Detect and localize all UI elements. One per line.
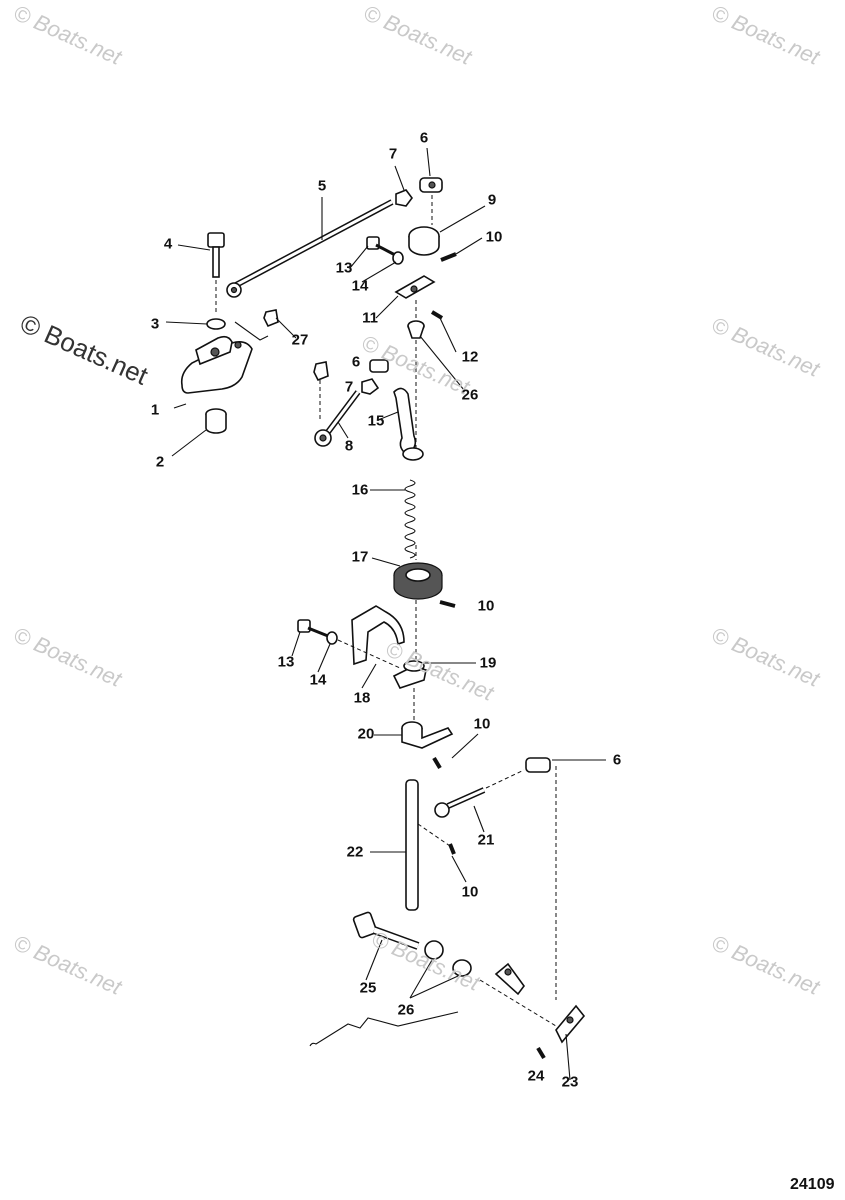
callout-7-middle: 7 — [344, 378, 354, 396]
part-6-socket-top — [419, 177, 443, 193]
callout-10-shaft: 10 — [461, 883, 479, 901]
part-26-bushing-c — [452, 959, 472, 977]
callout-20: 20 — [357, 725, 375, 743]
part-14-washer-b — [326, 631, 338, 645]
part-5-link-rod — [226, 199, 394, 298]
callout-2: 2 — [155, 453, 165, 471]
part-7-nut-middle — [361, 378, 380, 395]
callout-9: 9 — [487, 191, 497, 209]
part-17-cam — [393, 562, 443, 600]
callout-6-middle: 6 — [351, 353, 361, 371]
part-13-screw-a — [366, 236, 398, 258]
part-22-shift-shaft — [405, 779, 419, 911]
part-19-collar — [392, 660, 427, 689]
part-2-bushing — [205, 408, 227, 434]
callout-13-middle: 13 — [277, 653, 295, 671]
part-lower-lever — [494, 962, 525, 996]
part-12-pin — [430, 310, 444, 320]
callout-24: 24 — [527, 1067, 545, 1085]
callout-5: 5 — [317, 177, 327, 195]
part-3-washer — [206, 318, 226, 330]
part-10-pin-b — [439, 600, 456, 608]
part-18-bracket — [337, 605, 405, 669]
callout-10: 10 — [485, 228, 503, 246]
callout-25: 25 — [359, 979, 377, 997]
part-26-bushing-b — [424, 940, 444, 960]
callout-13: 13 — [335, 259, 353, 277]
part-13-screw-b — [297, 619, 329, 638]
part-25-bolt — [352, 911, 420, 950]
callout-18: 18 — [353, 689, 371, 707]
callout-10-cam: 10 — [477, 597, 495, 615]
callout-17: 17 — [351, 548, 369, 566]
callout-21: 21 — [477, 831, 495, 849]
part-23-lever — [555, 1004, 586, 1044]
callout-26-lower: 26 — [397, 1001, 415, 1019]
part-9-cam-bushing — [408, 226, 440, 256]
part-10-pin-d — [448, 843, 456, 855]
callout-27: 27 — [291, 331, 309, 349]
part-24-pin — [536, 1046, 546, 1060]
part-link-wire — [234, 321, 269, 341]
part-27-fitting-a — [263, 309, 279, 328]
callout-10-arm: 10 — [473, 715, 491, 733]
callout-3: 3 — [150, 315, 160, 333]
part-6-socket-middle — [369, 359, 389, 373]
part-10-pin-a — [440, 252, 457, 262]
part-1-throttle-arm — [180, 335, 253, 394]
callout-1: 1 — [150, 401, 160, 419]
leader-lines — [165, 147, 606, 1081]
figure-number: 24109 — [790, 1176, 835, 1193]
part-21-rod-end — [434, 787, 486, 818]
callout-11: 11 — [362, 309, 378, 327]
part-20-shift-arm — [401, 721, 454, 749]
part-10-pin-c — [432, 756, 442, 770]
part-6-socket-lower — [525, 757, 551, 773]
part-14-washer-a — [392, 251, 404, 265]
callout-19: 19 — [479, 654, 497, 672]
part-shift-wire — [309, 1011, 459, 1047]
callout-8: 8 — [344, 437, 354, 455]
callout-12: 12 — [461, 348, 479, 366]
callout-4: 4 — [163, 235, 173, 253]
part-26-bushing-a — [407, 320, 425, 339]
callout-14: 14 — [351, 277, 369, 295]
callout-23: 23 — [561, 1073, 579, 1091]
callout-14-middle: 14 — [309, 671, 327, 689]
callout-26: 26 — [461, 386, 479, 404]
part-15-link — [393, 387, 424, 461]
part-11-lever — [394, 275, 436, 299]
part-27-fitting-b — [313, 361, 329, 382]
part-7-nut-top — [395, 189, 413, 207]
callout-7: 7 — [388, 145, 398, 163]
callout-22: 22 — [346, 843, 364, 861]
callout-6-lower: 6 — [612, 751, 622, 769]
callout-6: 6 — [419, 129, 429, 147]
part-4-bolt — [207, 232, 225, 278]
callout-16: 16 — [351, 481, 369, 499]
part-16-spring — [404, 479, 416, 559]
part-8-link-rod — [314, 390, 361, 447]
callout-15: 15 — [367, 412, 385, 430]
